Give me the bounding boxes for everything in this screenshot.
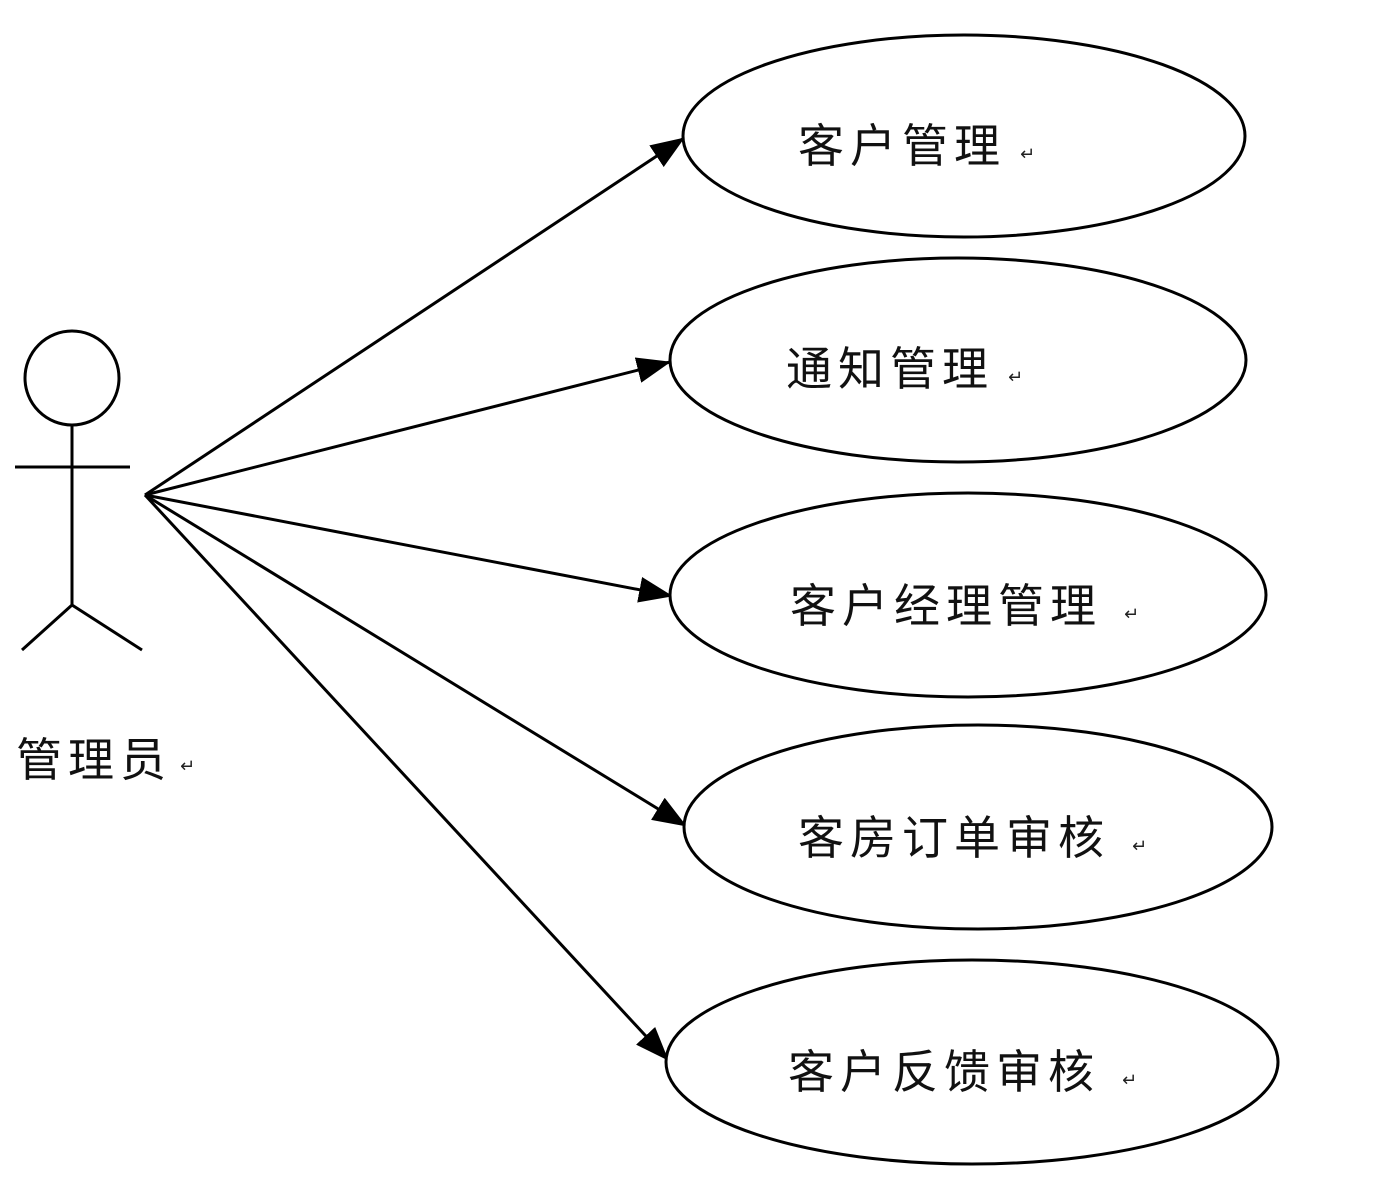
use-case-return-mark: ↵ (1122, 1070, 1137, 1091)
use-case-customer-management: 客户管理 ↵ (681, 33, 1247, 239)
actor-right-leg (71, 603, 143, 652)
actor-label: 管理员 (16, 733, 172, 787)
use-case-label: 客户反馈审核 (788, 1045, 1100, 1099)
use-case-return-mark: ↵ (1020, 144, 1035, 165)
association-arrow-customer-management (144, 136, 685, 497)
use-case-label: 通知管理 (786, 342, 994, 396)
use-case-ellipse (664, 958, 1280, 1166)
actor-admin: 管理员 ↵ (15, 329, 195, 787)
use-case-ellipse (668, 491, 1268, 699)
use-case-label: 客户管理 (798, 119, 1006, 173)
association-arrow-notification-management (144, 357, 671, 497)
use-case-return-mark: ↵ (1132, 836, 1147, 857)
association-arrow-room-order-review (144, 493, 687, 828)
actor-label-return-mark: ↵ (180, 756, 195, 777)
use-case-account-manager-management: 客户经理管理 ↵ (668, 491, 1268, 699)
use-case-return-mark: ↵ (1124, 604, 1139, 625)
use-case-feedback-review: 客户反馈审核 ↵ (664, 958, 1280, 1166)
use-case-ellipse (668, 256, 1248, 464)
associations (143, 136, 687, 1062)
use-case-label: 客房订单审核 (798, 811, 1110, 865)
use-case-return-mark: ↵ (1008, 367, 1023, 388)
use-case-notification-management: 通知管理 ↵ (668, 256, 1248, 464)
use-case-label: 客户经理管理 (790, 579, 1102, 633)
association-arrow-feedback-review (143, 493, 670, 1062)
association-arrow-account-manager-management (144, 493, 673, 603)
actor-left-leg (20, 603, 74, 652)
use-case-room-order-review: 客房订单审核 ↵ (682, 723, 1274, 931)
actor-head-icon (23, 329, 121, 427)
use-case-ellipse (681, 33, 1247, 239)
use-case-ellipse (682, 723, 1274, 931)
